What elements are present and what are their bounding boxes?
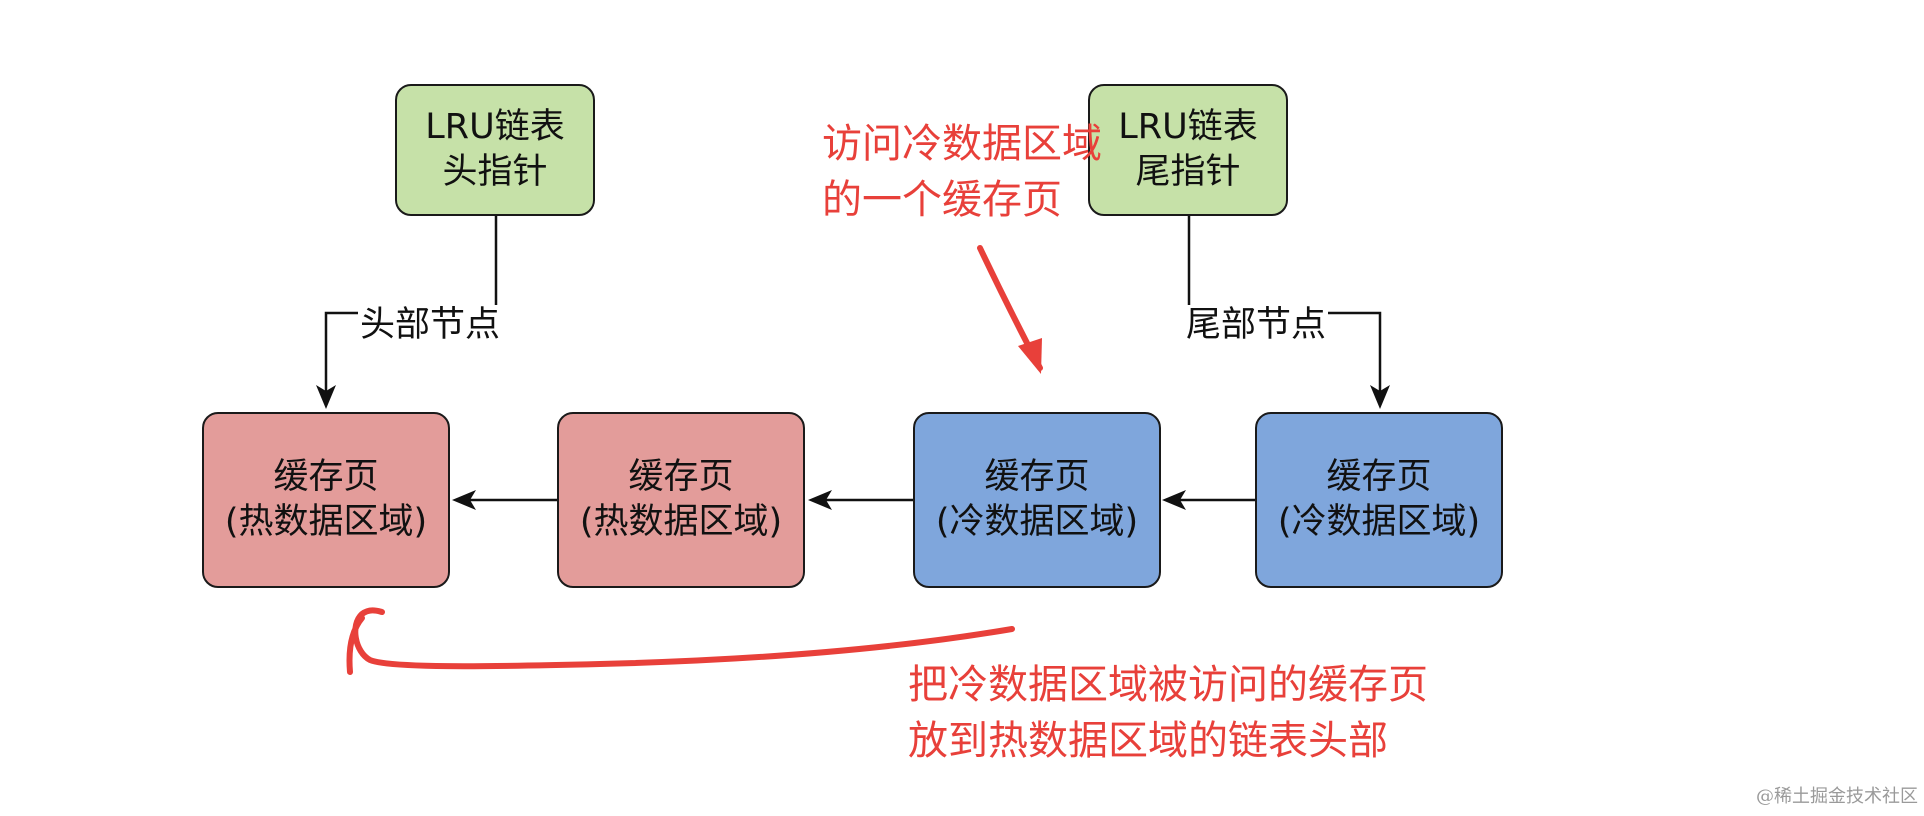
cache-page-cold-2: 缓存页 (冷数据区域): [1255, 412, 1503, 588]
access-annotation-line1: 访问冷数据区域: [822, 121, 1102, 167]
cache-page-1-title: 缓存页: [273, 456, 379, 497]
head-node-label: 头部节点: [358, 305, 503, 345]
move-annotation: 把冷数据区域被访问的缓存页 放到热数据区域的链表头部: [908, 657, 1428, 769]
access-annotation: 访问冷数据区域 的一个缓存页: [822, 116, 1102, 228]
watermark: @稀土掘金技术社区: [1756, 786, 1918, 807]
move-to-head-arrow: [346, 607, 1015, 675]
move-annotation-line2: 放到热数据区域的链表头部: [908, 718, 1388, 764]
tail-pointer-arrowhead: [1370, 385, 1390, 409]
head-pointer-line2: 头指针: [442, 152, 548, 192]
cache-page-3-title: 缓存页: [984, 456, 1090, 497]
cache-page-4-title: 缓存页: [1326, 456, 1432, 497]
cache-page-2-region: (热数据区域): [579, 502, 783, 542]
cache-page-cold-1: 缓存页 (冷数据区域): [913, 412, 1161, 588]
tail-node-label: 尾部节点: [1184, 305, 1329, 345]
tail-pointer-line1: LRU链表: [1118, 106, 1258, 147]
cache-page-hot-2: 缓存页 (热数据区域): [557, 412, 805, 588]
list-link-3-to-2-arrowhead: [808, 490, 832, 510]
cache-page-1-region: (热数据区域): [224, 502, 428, 542]
list-link-4-to-3-arrowhead: [1162, 490, 1186, 510]
cache-page-hot-1: 缓存页 (热数据区域): [202, 412, 450, 588]
head-pointer-box: LRU链表 头指针: [395, 84, 595, 216]
cache-page-2-title: 缓存页: [628, 456, 734, 497]
access-pointer-arrowhead: [1018, 338, 1042, 374]
cache-page-4-region: (冷数据区域): [1277, 502, 1481, 542]
tail-pointer-box: LRU链表 尾指针: [1088, 84, 1288, 216]
tail-pointer-line2: 尾指针: [1135, 152, 1241, 192]
head-pointer-arrowhead: [316, 385, 336, 409]
move-annotation-line1: 把冷数据区域被访问的缓存页: [908, 662, 1428, 708]
access-annotation-line2: 的一个缓存页: [822, 177, 1062, 223]
head-pointer-line1: LRU链表: [425, 106, 565, 147]
cache-page-3-region: (冷数据区域): [935, 502, 1139, 542]
list-link-2-to-1-arrowhead: [452, 490, 476, 510]
